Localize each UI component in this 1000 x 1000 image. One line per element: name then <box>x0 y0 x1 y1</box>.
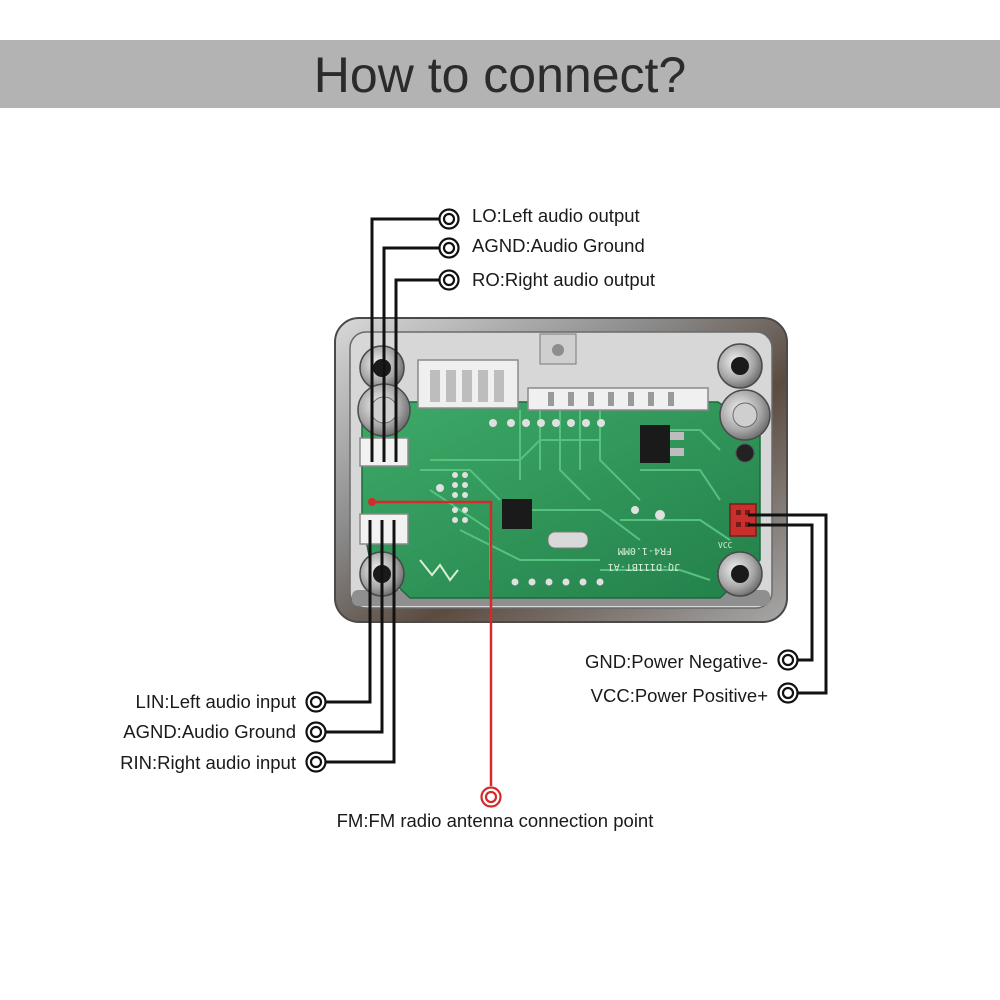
label-lo: LO:Left audio output <box>472 205 640 226</box>
label-ro: RO:Right audio output <box>472 269 656 290</box>
power-connector <box>729 503 757 537</box>
wire-lin <box>326 520 372 704</box>
silkscreen-1: FR4-1.0MM <box>618 545 672 556</box>
wire-ro <box>394 278 440 462</box>
module-board: FR4-1.0MM JQ-D111BT-A1 VCC <box>334 317 788 623</box>
terminal-vcc-icon <box>777 682 799 704</box>
standoff-bottom-right <box>717 551 763 597</box>
terminal-ro-icon <box>438 269 460 291</box>
label-rin: RIN:Right audio input <box>120 752 296 773</box>
terminal-gnd-icon <box>777 649 799 671</box>
silkscreen-3: VCC <box>718 541 733 550</box>
wire-lo <box>370 217 440 462</box>
usb-socket <box>417 359 519 409</box>
page-title: How to connect? <box>313 47 687 103</box>
input-wires <box>326 520 396 764</box>
wire-agnd-in <box>326 520 384 734</box>
label-fm: FM:FM radio antenna connection point <box>336 810 654 831</box>
regulator-chip <box>640 425 670 463</box>
label-lin: LIN:Left audio input <box>135 691 296 712</box>
bluetooth-chip <box>502 499 532 529</box>
terminal-rin-icon <box>305 751 327 773</box>
label-agnd-in: AGND:Audio Ground <box>123 721 296 742</box>
title-banner <box>0 40 1000 108</box>
terminal-agnd-in-icon <box>305 721 327 743</box>
terminals <box>305 208 799 808</box>
capacitor <box>735 443 755 463</box>
label-gnd: GND:Power Negative- <box>584 651 768 672</box>
audio-in-connector <box>359 513 409 545</box>
terminal-agnd-out-icon <box>438 237 460 259</box>
wire-agnd-out <box>382 246 440 462</box>
wire-vcc <box>748 513 828 695</box>
pcb-pads <box>436 419 665 586</box>
silkscreen-2: JQ-D111BT-A1 <box>608 561 680 572</box>
terminal-lo-icon <box>438 208 460 230</box>
standoff-top-right <box>717 343 763 389</box>
label-agnd-out: AGND:Audio Ground <box>472 235 645 256</box>
display-connector <box>527 387 709 411</box>
wire-gnd <box>748 523 814 662</box>
antenna-trace <box>419 559 459 582</box>
output-wires <box>370 217 440 462</box>
power-wires <box>748 513 828 695</box>
screw-right <box>719 389 771 441</box>
wire-rin <box>326 520 396 764</box>
terminal-lin-icon <box>305 691 327 713</box>
wire-fm <box>372 500 493 786</box>
label-vcc: VCC:Power Positive+ <box>590 685 768 706</box>
crystal <box>547 531 589 549</box>
terminal-fm-icon <box>480 786 502 808</box>
